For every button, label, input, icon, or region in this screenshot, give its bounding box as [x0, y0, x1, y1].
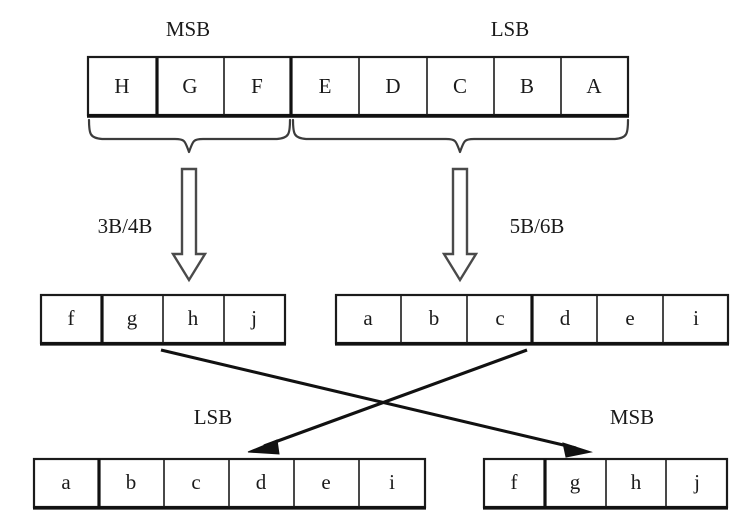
input-cell-1: G	[182, 74, 197, 98]
top-msb-label: MSB	[166, 17, 210, 41]
outright-cell-2: h	[631, 470, 642, 494]
input-cell-6: B	[520, 74, 534, 98]
midleft-cell-3: j	[250, 306, 257, 330]
midright-cell-5: i	[693, 306, 699, 330]
input-cell-5: C	[453, 74, 467, 98]
input-cell-7: A	[586, 74, 602, 98]
bottom-lsb-label: LSB	[194, 405, 233, 429]
input-cell-2: F	[251, 74, 263, 98]
right-block-arrow-down	[441, 167, 479, 283]
outleft-cell-3: d	[256, 470, 267, 494]
outleft-cell-0: a	[61, 470, 71, 494]
midright-cell-1: b	[429, 306, 440, 330]
midright-cell-4: e	[625, 306, 634, 330]
midleft-cell-0: f	[68, 306, 75, 330]
midleft-cell-1: g	[127, 306, 138, 330]
outleft-cell-5: i	[389, 470, 395, 494]
six-bit-group-row: a b c d e i	[334, 293, 730, 346]
left-group-brace	[87, 118, 292, 154]
output-lsb-row: a b c d e i	[32, 457, 427, 510]
midright-cell-2: c	[495, 306, 504, 330]
four-bit-group-row: f g h j	[39, 293, 287, 346]
outright-cell-0: f	[511, 470, 518, 494]
outright-cell-3: j	[693, 470, 700, 494]
bottom-msb-label: MSB	[610, 405, 654, 429]
midleft-cell-2: h	[188, 306, 199, 330]
sub-encoder-right-label: 5B/6B	[510, 214, 565, 238]
left-block-arrow-down	[170, 167, 208, 283]
input-byte-row: H G F E D C B A	[86, 55, 630, 118]
crossing-arrow-left-to-right	[160, 348, 593, 458]
midright-cell-0: a	[363, 306, 373, 330]
input-cell-0: H	[114, 74, 129, 98]
midright-cell-3: d	[560, 306, 571, 330]
input-cell-3: E	[319, 74, 332, 98]
output-msb-row: f g h j	[482, 457, 729, 510]
top-lsb-label: LSB	[491, 17, 530, 41]
outleft-cell-2: c	[191, 470, 200, 494]
right-group-brace	[291, 118, 630, 154]
outleft-cell-1: b	[126, 470, 137, 494]
crossing-arrow-right-to-left	[247, 348, 528, 455]
input-cell-4: D	[385, 74, 400, 98]
outright-cell-1: g	[570, 470, 581, 494]
sub-encoder-left-label: 3B/4B	[98, 214, 153, 238]
outleft-cell-4: e	[321, 470, 330, 494]
